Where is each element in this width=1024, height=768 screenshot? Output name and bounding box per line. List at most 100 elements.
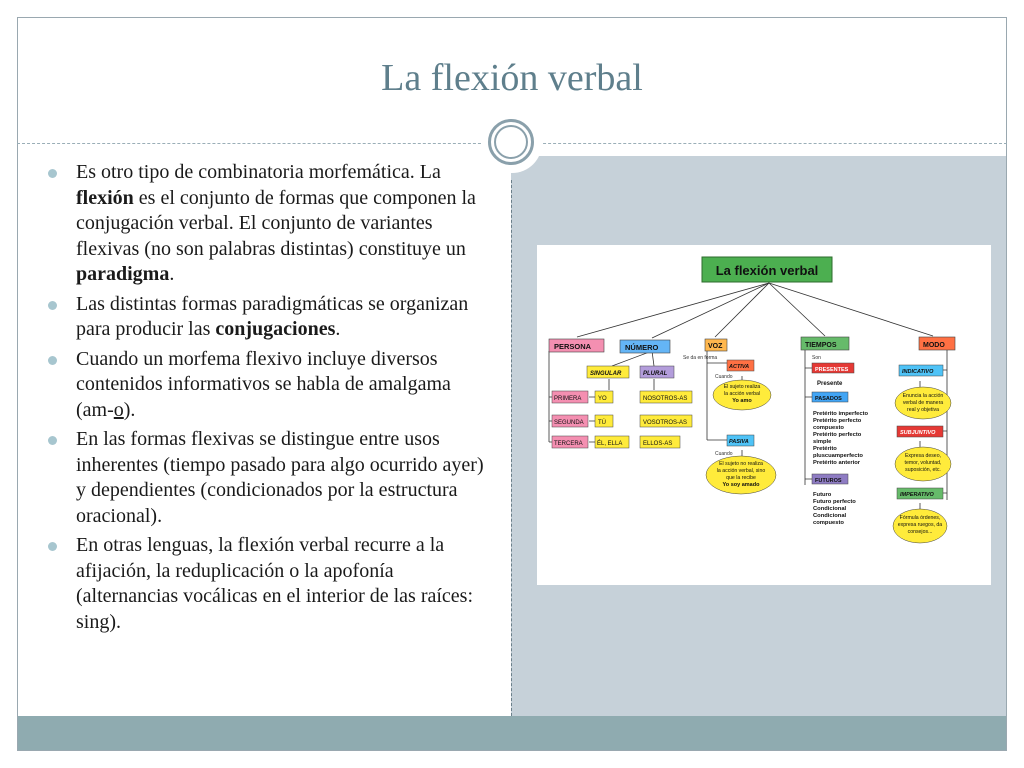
svg-text:Condicional: Condicional	[813, 513, 847, 519]
persona-item-label: TERCERA	[554, 441, 583, 447]
persona-item	[551, 435, 589, 449]
presente-item: Presente	[817, 381, 843, 387]
singular-node	[586, 365, 630, 379]
svg-text:Condicional: Condicional	[813, 506, 847, 512]
svg-text:Yo soy amado: Yo soy amado	[723, 482, 761, 488]
plural-item-label: NOSOTROS-AS	[643, 396, 687, 402]
singular-item-label: TÚ	[598, 419, 606, 426]
svg-text:Pretérito perfecto: Pretérito perfecto	[813, 418, 862, 424]
indicativo-description	[894, 386, 952, 420]
svg-text:la acción verbal, sino: la acción verbal, sino	[717, 468, 766, 474]
svg-text:Pretérito: Pretérito	[813, 446, 837, 452]
imperativo-label: IMPERATIVO	[900, 492, 935, 498]
singular-item-label: YO	[598, 396, 607, 402]
plural-node	[639, 365, 675, 379]
svg-text:consejos...: consejos...	[908, 529, 933, 535]
tiempos-node	[800, 336, 850, 351]
numero-label: NÚMERO	[625, 343, 658, 352]
term-flexion: flexión	[76, 186, 134, 209]
svg-text:Enuncia la acción: Enuncia la acción	[903, 393, 944, 399]
svg-text:suposición, etc.: suposición, etc.	[905, 467, 941, 473]
term-paradigma: paradigma	[76, 263, 170, 285]
futuros-label: FUTUROS	[815, 478, 842, 484]
indicativo-label: INDICATIVO	[902, 369, 934, 375]
svg-text:Pretérito anterior: Pretérito anterior	[813, 460, 861, 466]
plural-item	[639, 390, 693, 404]
plural-item	[639, 414, 693, 428]
slide-title: La flexión verbal	[381, 57, 643, 99]
svg-text:temor, voluntad,: temor, voluntad,	[905, 460, 942, 466]
tiempos-label: TIEMPOS	[805, 342, 837, 349]
bullet-item: Es otro tipo de combinatoria morfemática…	[44, 160, 489, 288]
plural-item	[639, 435, 681, 449]
modo-node	[918, 336, 956, 351]
pasiva-label: PASIVA	[729, 439, 749, 445]
svg-text:expresa ruegos, da: expresa ruegos, da	[898, 522, 943, 528]
term-conjugaciones: conjugaciones	[215, 318, 336, 340]
cuando-label: Cuando	[715, 451, 733, 457]
text-panel	[18, 156, 511, 716]
svg-text:verbal de manera: verbal de manera	[903, 400, 943, 406]
voz-node	[704, 338, 728, 352]
plural-item-label: ELLOS-AS	[643, 441, 672, 447]
svg-text:compuesto: compuesto	[813, 425, 844, 431]
son-label: Son	[812, 355, 821, 361]
activa-node	[726, 359, 755, 372]
bullet-item: Las distintas formas paradigmáticas se o…	[44, 292, 489, 343]
root-node	[701, 256, 833, 283]
presentes-node	[811, 362, 855, 374]
presentes-label: PRESENTES	[815, 367, 849, 373]
pasiva-description	[705, 455, 777, 495]
persona-label: PERSONA	[554, 342, 592, 351]
plural-item-label: VOSOTROS-AS	[643, 420, 687, 426]
persona-item-label: PRIMERA	[554, 396, 581, 402]
singular-item	[594, 414, 614, 428]
svg-text:El sujeto realiza: El sujeto realiza	[724, 384, 761, 390]
bullet-item: Cuando un morfema flexivo incluye divers…	[44, 347, 489, 424]
column-divider	[511, 180, 512, 716]
singular-label: SINGULAR	[590, 371, 622, 377]
morpheme-o: o	[113, 398, 124, 421]
cuando-label: Cuando	[715, 374, 733, 380]
svg-text:Pretérito perfecto: Pretérito perfecto	[813, 432, 862, 438]
root-label: La flexión verbal	[716, 263, 819, 278]
persona-item	[551, 390, 589, 404]
futuros-node	[811, 473, 849, 485]
svg-text:simple: simple	[813, 439, 832, 445]
svg-text:pluscuamperfecto: pluscuamperfecto	[813, 453, 863, 459]
circle-inner-icon	[494, 125, 528, 159]
bullet-list: Es otro tipo de combinatoria morfemática…	[44, 160, 489, 639]
singular-item	[594, 390, 614, 404]
svg-text:Futuro perfecto: Futuro perfecto	[813, 499, 856, 505]
numero-node	[619, 339, 671, 354]
svg-text:la acción verbal: la acción verbal	[724, 391, 760, 397]
imperativo-description	[892, 508, 948, 544]
subjuntivo-label: SUBJUNTIVO	[900, 430, 936, 436]
svg-text:Expresa deseo,: Expresa deseo,	[905, 453, 941, 459]
bullet-item: En las formas flexivas se distingue entr…	[44, 427, 489, 529]
bullet-item: En otras lenguas, la flexión verbal recu…	[44, 533, 489, 635]
activa-label: ACTIVA	[728, 364, 749, 370]
persona-item-label: SEGUNDA	[554, 420, 584, 426]
pasados-label: PASADOS	[815, 396, 842, 402]
singular-item	[594, 435, 630, 449]
concept-map: La flexión verbal PERSONA PRIMERA SEGUND…	[548, 256, 956, 544]
subjuntivo-node	[896, 425, 944, 438]
voz-note: Se da en forma	[683, 355, 717, 361]
activa-description	[712, 379, 772, 411]
persona-item	[551, 414, 589, 428]
indicativo-node	[898, 364, 944, 377]
svg-text:Pretérito imperfecto: Pretérito imperfecto	[813, 411, 869, 417]
pasiva-node	[726, 434, 755, 447]
root-connectors	[548, 282, 948, 511]
imperativo-node	[896, 487, 944, 500]
svg-text:Fórmula órdenes,: Fórmula órdenes,	[900, 515, 941, 521]
svg-text:real y objetiva: real y objetiva	[907, 407, 939, 413]
svg-text:Yo amo: Yo amo	[732, 398, 752, 404]
svg-text:que la recibe: que la recibe	[726, 475, 756, 481]
concept-map-image: La flexión verbal PERSONA PRIMERA SEGUND…	[537, 245, 991, 585]
plural-label: PLURAL	[643, 371, 668, 377]
subjuntivo-description	[894, 446, 952, 482]
singular-item-label: ÉL, ELLA	[597, 440, 622, 447]
svg-text:Futuro: Futuro	[813, 492, 832, 498]
